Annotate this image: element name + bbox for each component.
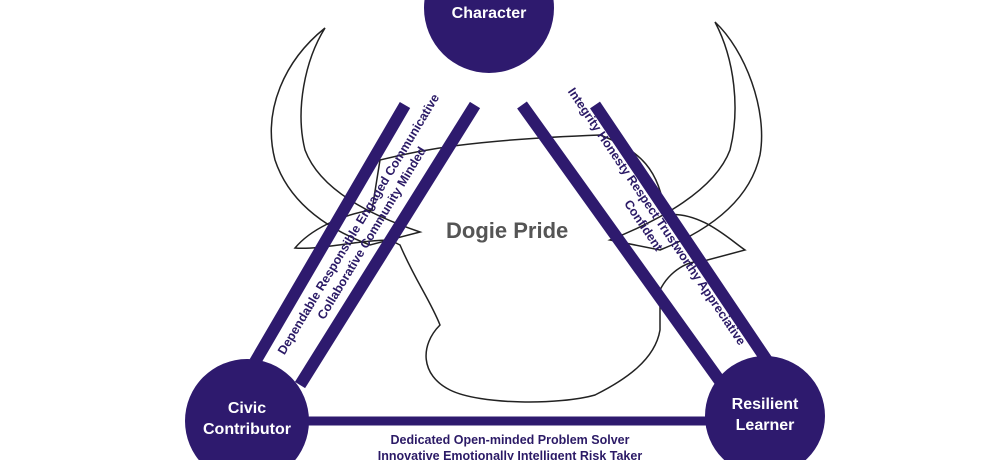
dogie-pride-title: Dogie Pride — [446, 218, 569, 243]
resilient-learner-line1: Resilient — [731, 396, 799, 413]
nodes — [185, 0, 825, 460]
civic-contributor-node — [185, 359, 309, 460]
right-band-outer-line — [590, 101, 775, 369]
resilient-learner-node — [705, 356, 825, 460]
civic-contributor-line1: Civic — [227, 400, 267, 417]
left-band-outer-line — [249, 101, 411, 366]
resilient-learner-label: Resilient Learner — [705, 394, 825, 436]
bull-head — [293, 134, 747, 403]
resilient-learner-line2: Learner — [735, 417, 795, 434]
civic-contributor-label: Civic Contributor — [187, 398, 307, 440]
triangle-bands — [249, 101, 775, 426]
character-label: Character — [451, 5, 527, 22]
civic-contributor-line2: Contributor — [203, 421, 291, 438]
character-node — [424, 0, 554, 73]
right-band-inner-line — [517, 101, 727, 388]
bottom-band-line2: Innovative Emotionally Intelligent Risk … — [377, 449, 643, 460]
bottom-band-text: Dedicated Open-minded Problem Solver Inn… — [330, 432, 690, 460]
right-horn — [607, 21, 763, 251]
left-band-inner-line — [294, 101, 481, 389]
bottom-band-line1: Dedicated Open-minded Problem Solver — [390, 433, 630, 447]
